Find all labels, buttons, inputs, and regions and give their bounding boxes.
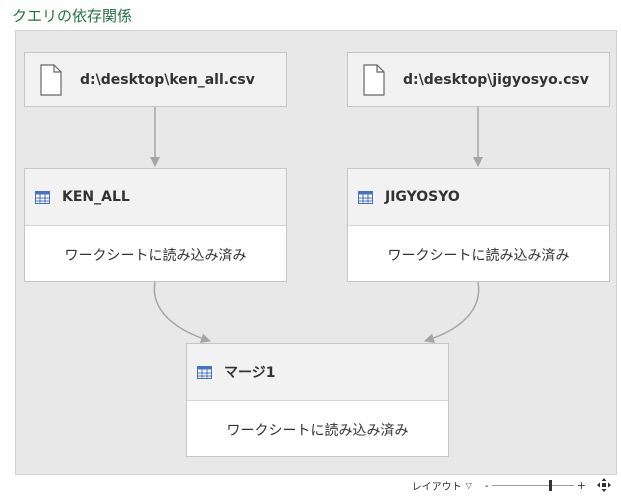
node-status: ワークシートに読み込み済み [226, 422, 409, 439]
zoom-track [491, 485, 574, 486]
node-title: JIGYOSYO [385, 189, 460, 205]
node-title: d:\desktop\ken_all.csv [80, 71, 255, 88]
node-status: ワークシートに読み込み済み [64, 247, 247, 264]
file-icon [363, 63, 385, 96]
node-header: JIGYOSYO [348, 169, 609, 226]
node-header: マージ1 [187, 344, 448, 401]
zoom-in-button[interactable]: + [576, 478, 586, 492]
node-status: ワークシートに読み込み済み [387, 247, 570, 264]
node-header: KEN_ALL [25, 169, 286, 226]
node-title: d:\desktop\jigyosyo.csv [403, 71, 589, 88]
zoom-out-button[interactable]: - [484, 478, 489, 492]
fit-to-screen-icon[interactable] [597, 478, 611, 492]
status-bar: レイアウト ▽ - + [15, 475, 617, 495]
caret-down-icon: ▽ [465, 480, 472, 490]
query-node-merge1[interactable]: マージ1 ワークシートに読み込み済み [186, 343, 449, 457]
table-icon [358, 190, 373, 204]
layout-label: レイアウト [411, 481, 462, 493]
query-node-ken-all[interactable]: KEN_ALL ワークシートに読み込み済み [24, 168, 287, 282]
page-title: クエリの依存関係 [12, 7, 133, 25]
layout-dropdown[interactable]: レイアウト ▽ [412, 478, 472, 493]
node-title: KEN_ALL [62, 189, 130, 205]
table-icon [35, 190, 50, 204]
node-header: d:\desktop\ken_all.csv [25, 53, 286, 106]
source-node-jigyosyo-csv[interactable]: d:\desktop\jigyosyo.csv [347, 52, 610, 107]
zoom-slider[interactable] [491, 479, 574, 491]
node-header: d:\desktop\jigyosyo.csv [348, 53, 609, 106]
query-node-jigyosyo[interactable]: JIGYOSYO ワークシートに読み込み済み [347, 168, 610, 282]
node-title: マージ1 [224, 365, 276, 381]
source-node-ken-all-csv[interactable]: d:\desktop\ken_all.csv [24, 52, 287, 107]
zoom-slider-thumb[interactable] [548, 480, 552, 491]
file-icon [40, 63, 62, 96]
table-icon [197, 365, 212, 379]
